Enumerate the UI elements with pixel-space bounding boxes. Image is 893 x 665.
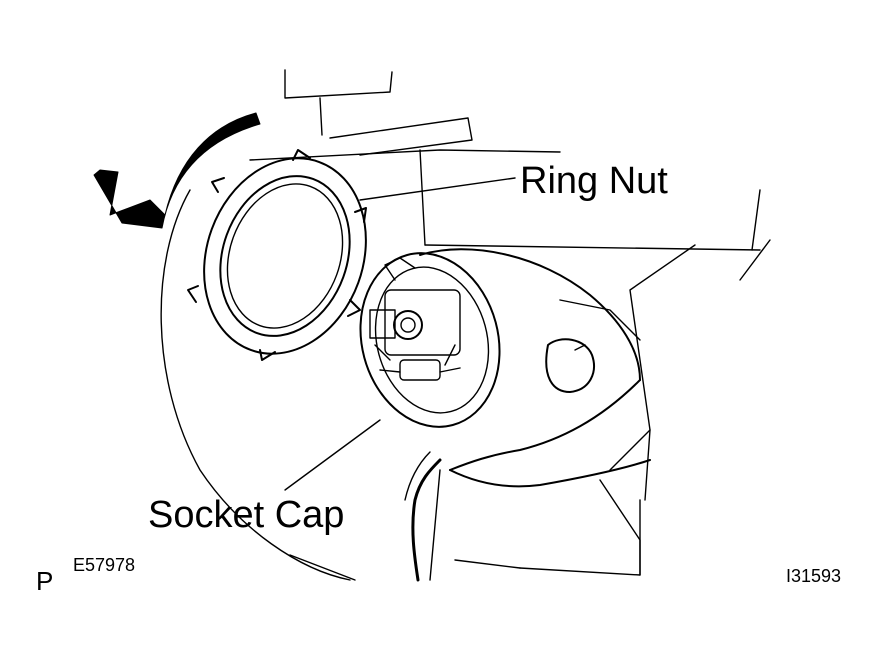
- wire-harness: [404, 451, 442, 582]
- figure-code: E57978: [73, 555, 135, 575]
- socket-cap-leader: [284, 419, 381, 491]
- ring-nut-label: Ring Nut: [520, 160, 668, 202]
- ring-nut: [187, 149, 367, 361]
- socket-cap-label: Socket Cap: [148, 494, 344, 536]
- socket-cap: [359, 252, 501, 428]
- page-marker: P: [36, 566, 53, 596]
- leader-lines: [284, 177, 516, 491]
- lamp-housing: [419, 248, 651, 488]
- illustration-id: I31593: [786, 566, 841, 586]
- body-panel-outlines: [160, 69, 771, 581]
- curved-arrow-counterclockwise-icon: [93, 112, 261, 229]
- ring-nut-leader: [359, 177, 516, 201]
